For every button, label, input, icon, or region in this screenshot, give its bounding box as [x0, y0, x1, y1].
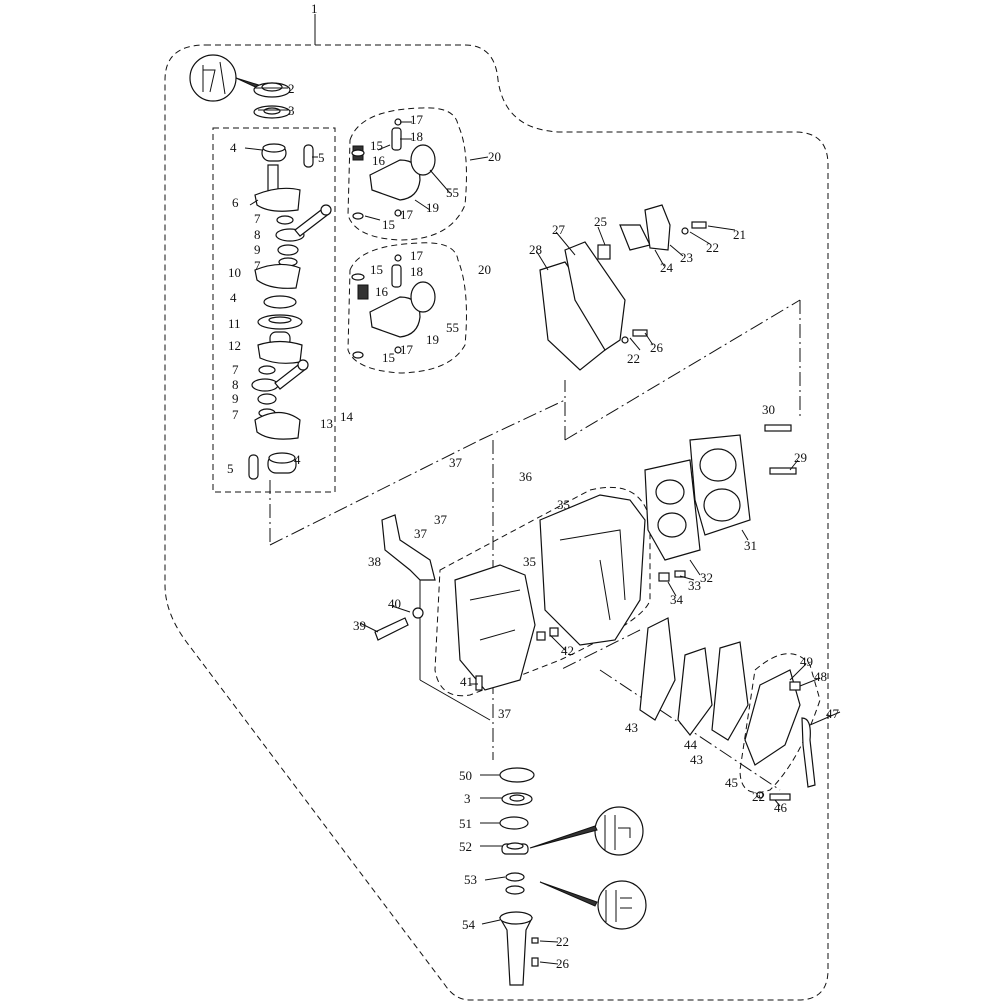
callout-20: 20 — [478, 262, 491, 277]
callout-41: 41 — [460, 674, 473, 689]
callout-34: 34 — [670, 592, 684, 607]
callout-31: 31 — [744, 538, 757, 553]
callout-37: 37 — [434, 512, 448, 527]
callout-52: 52 — [459, 839, 472, 854]
callout-9: 9 — [254, 242, 261, 257]
callout-12: 12 — [228, 338, 241, 353]
lower-seal-parts — [498, 767, 539, 986]
callout-10: 10 — [228, 265, 241, 280]
callout-35: 35 — [557, 497, 570, 512]
callout-33: 33 — [688, 578, 701, 593]
callout-15: 15 — [382, 217, 395, 232]
callout-43: 43 — [690, 752, 703, 767]
callout-48: 48 — [814, 669, 827, 684]
callout-labels: 1 2 3 4 5 6 7 8 9 7 10 4 11 12 7 8 9 7 1… — [227, 1, 840, 971]
cylinder-block-boundary — [434, 486, 651, 697]
detail-bubble-top — [189, 54, 263, 102]
callout-13: 13 — [320, 416, 333, 431]
callout-4: 4 — [294, 452, 301, 467]
cover-boundary — [739, 653, 821, 793]
head-gaskets — [539, 204, 797, 561]
callout-49: 49 — [800, 654, 813, 669]
callout-39: 39 — [353, 618, 366, 633]
callout-14: 14 — [340, 409, 354, 424]
callout-44: 44 — [684, 737, 698, 752]
callout-23: 23 — [680, 250, 693, 265]
crankshaft-parts — [248, 82, 314, 480]
callout-8: 8 — [232, 377, 239, 392]
callout-45: 45 — [725, 775, 738, 790]
callout-17: 17 — [410, 112, 424, 127]
callout-38: 38 — [368, 554, 381, 569]
piston-parts — [274, 118, 436, 390]
callout-18: 18 — [410, 129, 423, 144]
callout-32: 32 — [700, 570, 713, 585]
callout-6: 6 — [232, 195, 239, 210]
callout-42: 42 — [561, 643, 574, 658]
callout-54: 54 — [462, 917, 476, 932]
callout-4: 4 — [230, 140, 237, 155]
callout-35: 35 — [523, 554, 536, 569]
callout-3: 3 — [288, 103, 295, 118]
callout-7: 7 — [254, 211, 261, 226]
callout-18: 18 — [410, 264, 423, 279]
callout-24: 24 — [660, 260, 674, 275]
callout-17: 17 — [400, 342, 414, 357]
assembly-boundary — [164, 44, 829, 1001]
callout-22: 22 — [752, 789, 765, 804]
callout-53: 53 — [464, 872, 477, 887]
callout-1: 1 — [311, 1, 318, 16]
detail-bubble-mid — [529, 806, 644, 856]
callout-30: 30 — [762, 402, 775, 417]
callout-5: 5 — [318, 150, 325, 165]
callout-36: 36 — [519, 469, 533, 484]
callout-7: 7 — [232, 362, 239, 377]
callout-37: 37 — [449, 455, 463, 470]
callout-17: 17 — [410, 248, 424, 263]
callout-4: 4 — [230, 290, 237, 305]
detail-bubble-bottom — [539, 880, 647, 930]
callout-22: 22 — [706, 240, 719, 255]
callout-28: 28 — [529, 242, 542, 257]
callout-25: 25 — [594, 214, 607, 229]
callout-22: 22 — [556, 934, 569, 949]
callout-55: 55 — [446, 185, 459, 200]
callout-19: 19 — [426, 200, 439, 215]
callout-55: 55 — [446, 320, 459, 335]
callout-7: 7 — [232, 407, 239, 422]
callout-50: 50 — [459, 768, 472, 783]
callout-15: 15 — [370, 138, 383, 153]
callout-19: 19 — [426, 332, 439, 347]
callout-3: 3 — [464, 791, 471, 806]
callout-5: 5 — [227, 461, 234, 476]
callout-8: 8 — [254, 227, 261, 242]
callout-16: 16 — [372, 153, 386, 168]
callout-22: 22 — [627, 351, 640, 366]
callout-37: 37 — [498, 706, 512, 721]
cylinder-block — [374, 494, 686, 691]
callout-27: 27 — [552, 222, 566, 237]
callout-9: 9 — [232, 391, 239, 406]
callout-15: 15 — [382, 350, 395, 365]
callout-26: 26 — [650, 340, 664, 355]
callout-21: 21 — [733, 227, 746, 242]
callout-17: 17 — [400, 207, 414, 222]
callout-11: 11 — [228, 316, 241, 331]
callout-29: 29 — [794, 450, 807, 465]
callout-26: 26 — [556, 956, 570, 971]
callout-7: 7 — [254, 258, 261, 273]
piston-group-lower — [347, 242, 467, 374]
crankshaft-assembly-box — [212, 127, 336, 493]
callout-15: 15 — [370, 262, 383, 277]
callout-51: 51 — [459, 816, 472, 831]
callout-20: 20 — [488, 149, 501, 164]
callout-47: 47 — [826, 706, 840, 721]
callout-46: 46 — [774, 800, 788, 815]
callout-2: 2 — [288, 81, 295, 96]
callout-40: 40 — [388, 596, 401, 611]
callout-43: 43 — [625, 720, 638, 735]
exhaust-covers — [639, 617, 816, 801]
callout-16: 16 — [375, 284, 389, 299]
callout-37: 37 — [414, 526, 428, 541]
